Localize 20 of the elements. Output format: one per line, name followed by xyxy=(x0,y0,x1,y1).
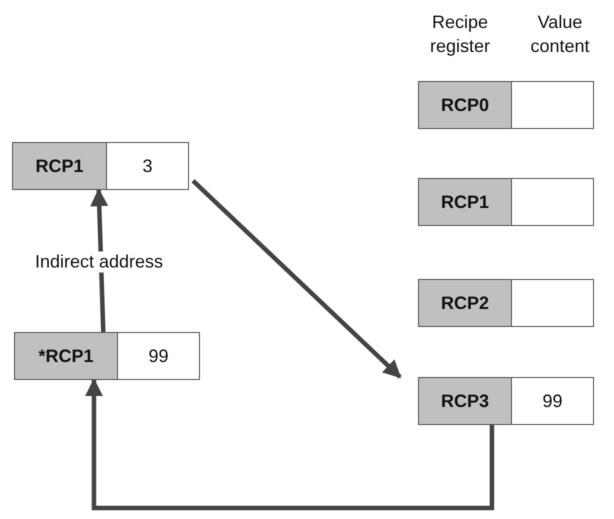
register-value: 3 xyxy=(141,154,154,178)
register-row xyxy=(14,332,200,380)
column-header: Recipe register xyxy=(428,11,492,58)
register-row xyxy=(418,178,594,226)
register-name: RCP1 xyxy=(13,143,107,189)
arrow xyxy=(84,378,494,510)
register-value: 99 xyxy=(147,344,170,368)
arrow xyxy=(90,188,108,332)
register-name: RCP1 xyxy=(419,179,512,225)
register-value: 99 xyxy=(541,390,564,412)
register-name: *RCP1 xyxy=(15,333,118,379)
register-row xyxy=(12,142,189,190)
arrow xyxy=(191,179,402,379)
register-name: RCP3 xyxy=(419,378,512,424)
register-name: RCP2 xyxy=(419,280,512,326)
column-header: Value content xyxy=(529,11,591,58)
register-row xyxy=(418,377,594,425)
register-row xyxy=(418,81,594,129)
register-row xyxy=(418,279,594,327)
register-name: RCP0 xyxy=(419,82,512,128)
